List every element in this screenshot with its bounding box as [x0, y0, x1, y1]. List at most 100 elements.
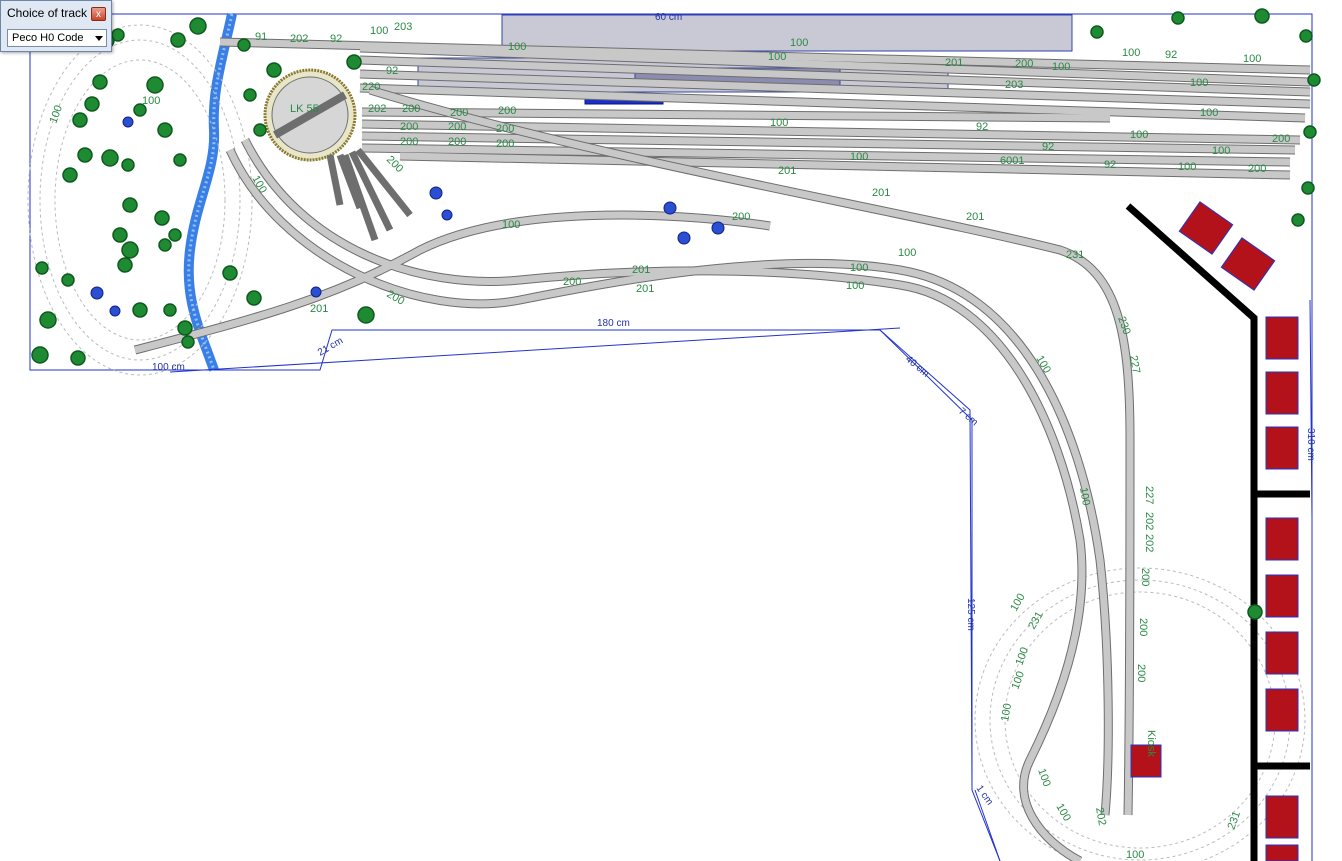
track-label: 200 [1139, 568, 1151, 586]
track-label: 100 [898, 247, 916, 259]
track-label: 200 [496, 123, 514, 135]
dim-60: 60 cm [655, 12, 682, 23]
track-label: 100 [1052, 61, 1070, 73]
track-label: 202 [1143, 534, 1155, 552]
kiosk-label: Kiosk [1145, 730, 1157, 757]
track-label: 100 [1035, 767, 1053, 788]
track-label: 100 [1126, 849, 1144, 861]
main-lines-fill [134, 86, 1134, 861]
measurement-lines [169, 299, 1313, 861]
dim-21: 21 cm [316, 335, 345, 358]
track-label: 100 [999, 702, 1014, 722]
close-icon[interactable]: x [91, 7, 106, 21]
track-label: 200 [1137, 618, 1149, 636]
track-system-value: Peco H0 Code [12, 32, 84, 44]
trees [31, 8, 1321, 620]
dim-310: 310 cm [1305, 428, 1316, 461]
track-label: 201 [872, 187, 890, 199]
track-label: 100 [508, 41, 526, 53]
houses[interactable] [1130, 201, 1299, 861]
chevron-down-icon [95, 36, 103, 41]
track-label: 230 [1115, 315, 1133, 336]
track-label: 92 [1165, 49, 1177, 61]
track-label: 100 [1130, 129, 1148, 141]
yard-tracks-fill [219, 38, 1311, 179]
track-label: 100 [1190, 77, 1208, 89]
dim-180: 180 cm [597, 318, 630, 329]
track-label: 92 [1104, 159, 1116, 171]
track-label: 92 [976, 121, 988, 133]
track-label: 201 [310, 303, 328, 315]
track-label: 203 [1005, 79, 1023, 91]
track-label: 100 [502, 219, 520, 231]
track-label: 92 [330, 33, 342, 45]
turntable-spurs [326, 147, 413, 242]
track-label: 100 [1243, 53, 1261, 65]
track-label: 200 [1015, 58, 1033, 70]
track-label: 227 [1127, 354, 1142, 374]
track-label: 201 [636, 283, 654, 295]
main-lines[interactable] [133, 85, 1135, 861]
choice-of-track-window[interactable]: Choice of track x Peco H0 Code [0, 0, 112, 52]
turntable[interactable]: LK 55 [263, 68, 357, 162]
track-labels: 91 202 92 100 203 100 100 100 100 92 100… [48, 21, 1291, 861]
track-label: 200 [563, 276, 581, 288]
track-label: 91 [255, 31, 267, 43]
track-label: 200 [498, 105, 516, 117]
hidden-loop-left [27, 24, 253, 376]
track-label: 201 [945, 57, 963, 69]
track-label: 92 [1042, 141, 1054, 153]
track-label: 100 [790, 37, 808, 49]
track-system-select[interactable]: Peco H0 Code [7, 29, 107, 47]
window-title: Choice of track [7, 6, 88, 20]
dim-7: 7 cm [956, 406, 980, 428]
track-label: 200 [448, 121, 466, 133]
track-label: 100 [1008, 592, 1028, 614]
track-label: 100 [48, 104, 66, 125]
track-label: 201 [778, 165, 796, 177]
river-edge [187, 13, 234, 371]
track-label: 200 [402, 103, 420, 115]
river [183, 12, 237, 372]
dim-100: 100 cm [152, 362, 185, 373]
track-label: 100 [1178, 161, 1196, 173]
track-label: 100 [1200, 107, 1218, 119]
track-label: 100 [1077, 486, 1092, 506]
track-label: 200 [400, 136, 418, 148]
track-label: 200 [450, 107, 468, 119]
track-label: 202 [368, 103, 386, 115]
track-label: 201 [966, 211, 984, 223]
track-label: 202 [290, 33, 308, 45]
track-label: 100 [770, 117, 788, 129]
track-label: 202 [1143, 512, 1155, 530]
wall [1125, 203, 1310, 861]
track-label: 6001 [1000, 155, 1024, 167]
track-label: 100 [768, 51, 786, 63]
track-label: 100 [846, 280, 864, 292]
window-title-bar[interactable]: Choice of track x [1, 1, 111, 25]
track-label: 200 [1248, 163, 1266, 175]
track-label: 203 [394, 21, 412, 33]
track-label: 200 [1272, 133, 1290, 145]
track-label: 200 [496, 138, 514, 150]
dim-40: 40 cm [903, 354, 931, 380]
track-label: 200 [732, 211, 750, 223]
track-label: 100 [1014, 646, 1032, 667]
track-label: 200 [1135, 664, 1147, 682]
shrubs [90, 116, 725, 317]
track-label: 200 [400, 121, 418, 133]
track-label: 100 [1212, 145, 1230, 157]
turntable-label: LK 55 [290, 103, 319, 115]
track-label: 231 [1066, 249, 1084, 261]
track-label: 100 [1010, 670, 1028, 691]
track-label: 220 [362, 81, 380, 93]
track-label: 201 [632, 264, 650, 276]
track-label: 100 [850, 262, 868, 274]
track-label: 227 [1143, 486, 1155, 504]
track-label: 231 [1226, 810, 1244, 831]
track-label: 100 [142, 95, 160, 107]
track-label: 202 [1093, 806, 1108, 826]
track-label: 100 [370, 25, 388, 37]
track-label: 100 [850, 151, 868, 163]
